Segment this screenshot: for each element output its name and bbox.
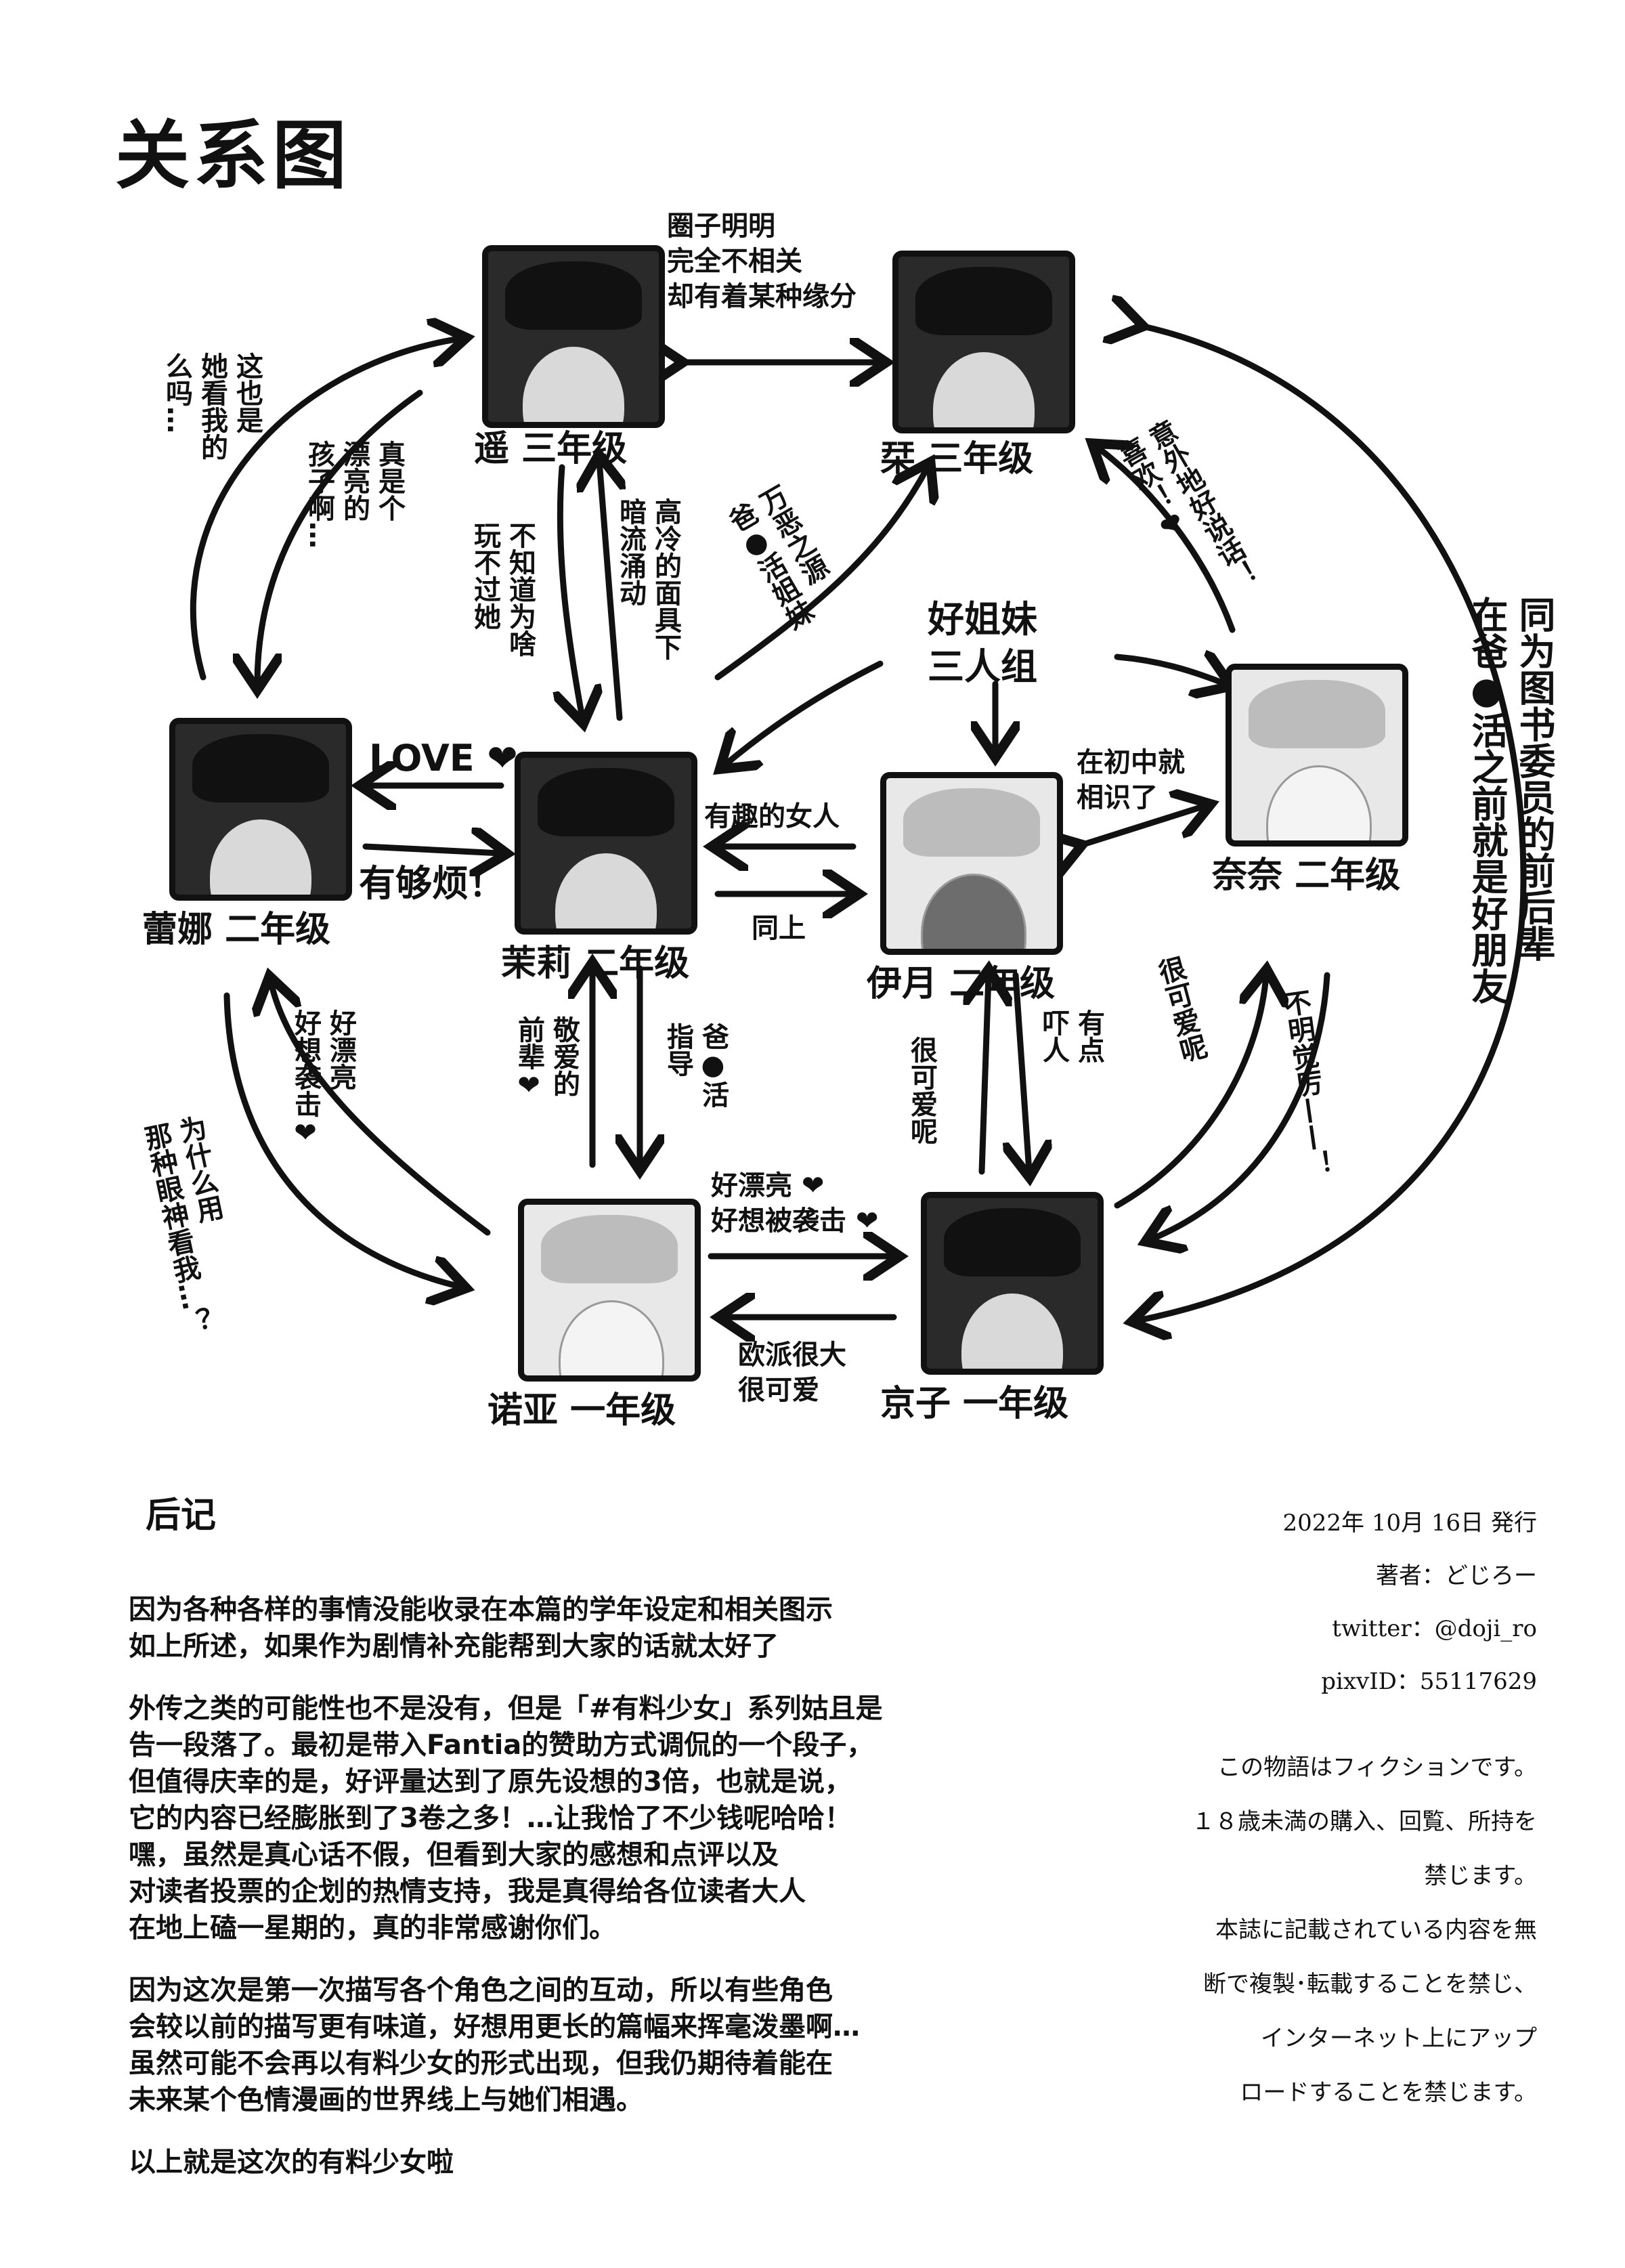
label-library: 同为图书委员的前后辈 在爸●活之前就是好朋友	[1465, 596, 1555, 1004]
afterword-paragraph: 外传之类的可能性也不是没有，但是「#有料少女」系列姑且是 告一段落了。最初是带入…	[129, 1693, 883, 1944]
label-pretty-child: 真是个 漂亮的 孩子啊…	[303, 440, 405, 549]
name-haruka: 遥 三年级	[474, 429, 628, 469]
colophon: 2022年 10月 16日 発行 著者：どじろー twitter：@doji_r…	[1283, 1497, 1537, 1708]
arrow-reina-haruka	[190, 339, 460, 681]
name-nana: 奈奈 二年级	[1212, 855, 1401, 896]
legal-notice: この物語はフィクションです。 １８歳未満の購入、回覧、所持を 禁じます。 本誌に…	[1192, 1754, 1537, 2106]
arrow-haruka-mari	[560, 464, 582, 718]
afterword-paragraph: 因为各种各样的事情没能收录在本篇的学年设定和相关图示 如上所述，如果作为剧情补充…	[129, 1594, 833, 1662]
label-love: LOVE ❤	[369, 737, 518, 779]
afterword-paragraph: 因为这次是第一次描写各个角色之间的互动，所以有些角色 会较以前的描写更有味道，好…	[129, 1975, 860, 2116]
label-oppai: 欧派很大 很可爱	[738, 1340, 846, 1406]
label-pretty-attacked: 好漂亮 ❤ 好想被袭击 ❤	[711, 1170, 879, 1237]
reina-portrait	[169, 718, 352, 901]
arrow-library	[1138, 325, 1527, 1321]
label-interesting: 有趣的女人	[704, 801, 840, 832]
noa-portrait	[518, 1199, 701, 1382]
label-scary: 有点 吓人	[1038, 1009, 1104, 1063]
arrow-trio-nana	[1114, 657, 1226, 684]
arrow-nana-kyoko	[1151, 972, 1330, 1239]
shiori-portrait	[892, 251, 1075, 433]
label-respect: 敬爱的 前辈❤	[513, 1016, 580, 1101]
haruka-portrait	[482, 245, 665, 428]
label-circle-unrelated: 圈子明明 完全不相关 却有着某种缘分	[667, 211, 857, 312]
arrow-source-shiori	[714, 467, 928, 681]
label-pretty-attack: 好漂亮 好想袭击❤	[290, 1009, 356, 1149]
twitter-handle: twitter：@doji_ro	[1332, 1615, 1537, 1642]
name-mari: 茉莉 二年级	[501, 943, 690, 984]
itsuki-portrait	[880, 772, 1063, 955]
label-trio: 好姐妹 三人组	[928, 598, 1037, 688]
name-itsuki: 伊月 二年级	[867, 964, 1056, 1004]
label-annoying: 有够烦！	[359, 862, 505, 905]
author: 著者：どじろー	[1376, 1562, 1537, 1589]
kyoko-portrait	[921, 1192, 1104, 1375]
arrow-trio-mari	[724, 660, 884, 765]
name-shiori: 栞 三年级	[880, 439, 1034, 479]
name-reina: 蕾娜 二年级	[142, 910, 331, 950]
afterword-heading: 后记	[146, 1495, 217, 1536]
label-she-notice: 这也是 她看我的 么吗…	[161, 352, 263, 461]
pixiv-id: pixvID：55117629	[1321, 1668, 1537, 1695]
arrow-reina-mari	[362, 847, 501, 853]
page-title: 关系图	[115, 112, 351, 199]
nana-portrait	[1226, 664, 1408, 847]
publish-date: 2022年 10月 16日 発行	[1282, 1510, 1537, 1537]
afterword-body: 因为各种各样的事情没能收录在本篇的学年设定和相关图示 如上所述，如果作为剧情补充…	[129, 1591, 1077, 2206]
mari-portrait	[515, 752, 697, 935]
label-middle-school: 在初中就 相识了	[1077, 747, 1185, 813]
arrow-mari-haruka	[599, 461, 620, 721]
arrow-reina-noa	[223, 992, 460, 1287]
label-guide: 爸●活 指导	[662, 1023, 729, 1108]
arrow-noa-reina	[271, 982, 491, 1236]
label-cant-beat: 不知道为啥 玩不过她	[469, 521, 536, 657]
arrow-kyoko-itsuki	[982, 975, 989, 1175]
name-kyoko: 京子 一年级	[880, 1384, 1069, 1424]
name-noa: 诺亚 一年级	[488, 1390, 676, 1431]
label-cute-itsuki: 很可爱呢	[906, 1036, 937, 1144]
arrow-haruka-reina	[257, 389, 423, 684]
label-cold-mask: 高冷的面具下 暗流涌动	[615, 498, 681, 660]
afterword-paragraph: 以上就是这次的有料少女啦	[129, 2147, 454, 2178]
label-same: 同上	[752, 913, 806, 944]
arrow-itsuki-kyoko	[1016, 972, 1029, 1172]
